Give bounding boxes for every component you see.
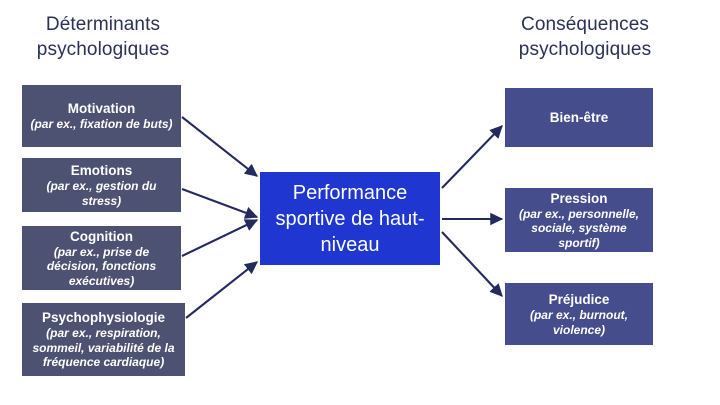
left-column-heading: Déterminants psychologiques [36,14,170,60]
determinant-box-emotions[interactable]: Emotions (par ex., gestion du stress) [22,158,181,212]
arrow-emotions-to-performance [181,188,259,219]
consequence-title: Pression [550,190,608,206]
determinant-box-cognition[interactable]: Cognition (par ex., prise de décision, f… [22,226,181,290]
determinant-subtitle: (par ex., fixation de buts) [30,117,173,132]
determinant-subtitle: (par ex., prise de décision, fonctions e… [46,244,157,288]
center-box-performance[interactable]: Performance sportive de haut-niveau [260,172,440,265]
right-column-heading: Conséquences psychologiques [518,14,652,60]
arrow-cognition-to-performance [181,219,259,257]
determinant-title: Emotions [70,163,133,178]
arrow-performance-to-bienetre [441,125,503,189]
center-box-title: Performance sportive de haut-niveau [275,181,425,256]
consequence-title: Préjudice [548,292,610,307]
determinant-box-psychophysiologie[interactable]: Psychophysiologie (par ex., respiration,… [22,303,185,376]
determinant-title: Motivation [67,101,136,117]
consequence-title: Bien-être [549,110,609,125]
arrow-motivation-to-performance [181,116,258,177]
consequence-box-bien-etre[interactable]: Bien-être [505,88,653,147]
consequence-subtitle: (par ex., personnelle, sociale, système … [518,206,640,250]
determinant-subtitle: (par ex., respiration, sommeil, variabil… [32,326,175,370]
arrow-psychophysiologie-to-performance [185,261,258,319]
determinant-subtitle: (par ex., gestion du stress) [46,179,157,208]
determinant-box-motivation[interactable]: Motivation (par ex., fixation de buts) [22,85,181,147]
consequence-box-pression[interactable]: Pression (par ex., personnelle, sociale,… [505,188,653,252]
determinant-title: Psychophysiologie [41,310,166,326]
determinant-title: Cognition [70,228,133,244]
consequence-box-prejudice[interactable]: Préjudice (par ex., burnout, violence) [505,283,653,345]
arrow-performance-to-prejudice [441,231,503,297]
consequence-subtitle: (par ex., burnout, violence) [529,308,628,337]
